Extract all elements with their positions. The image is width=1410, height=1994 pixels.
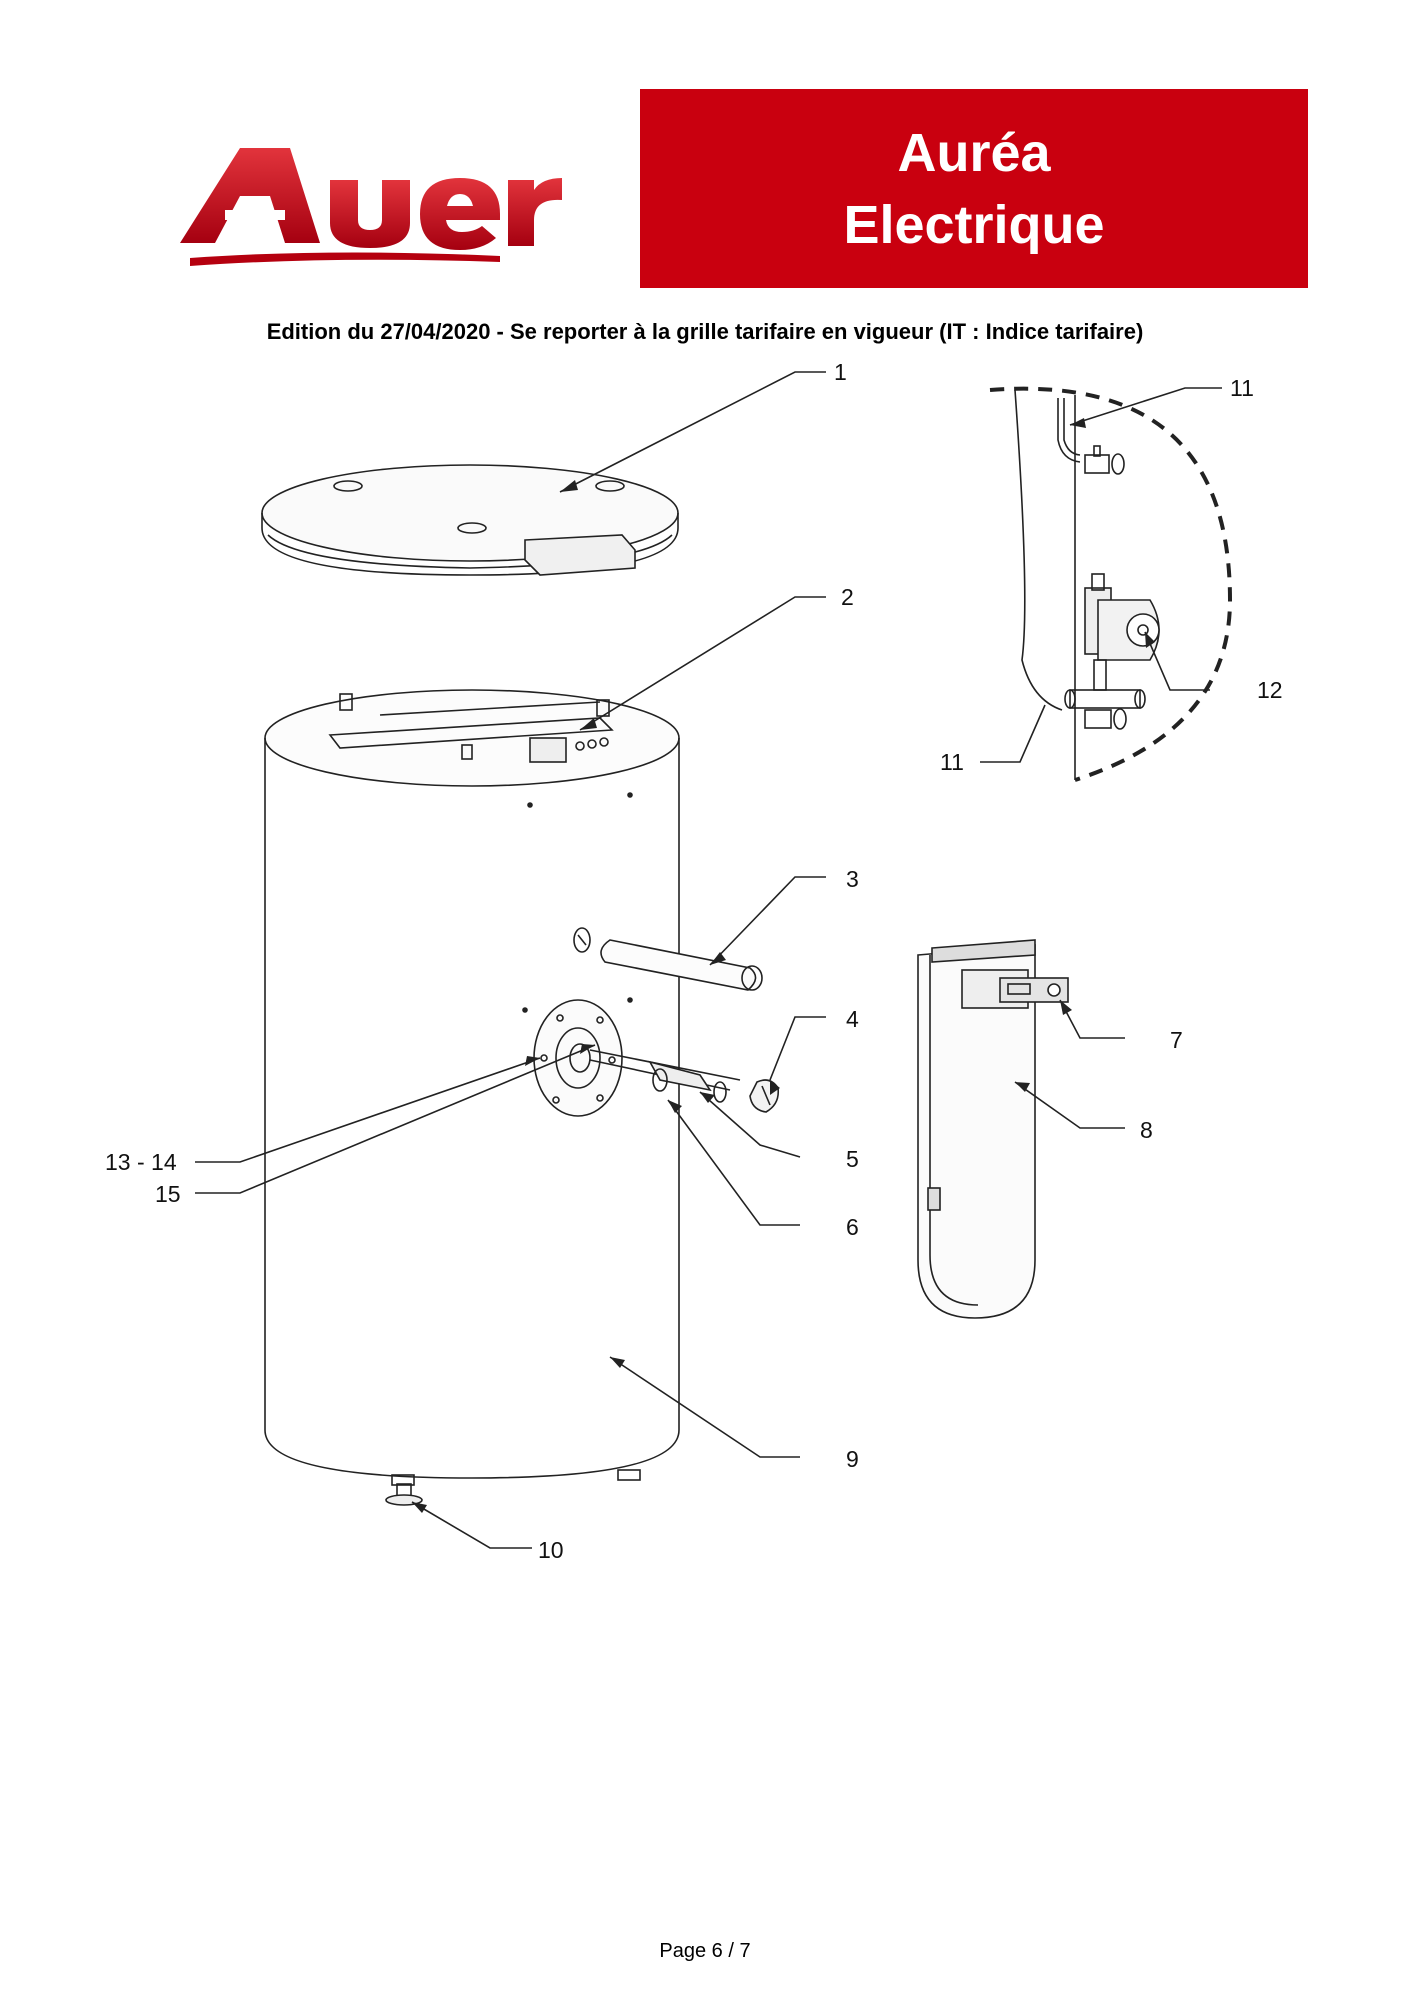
auer-logo <box>180 148 562 266</box>
callout-3: 3 <box>846 866 859 892</box>
callout-6: 6 <box>846 1214 859 1240</box>
callout-5: 5 <box>846 1146 859 1172</box>
product-title-line1: Auréa <box>897 122 1051 183</box>
part-10-foot <box>385 1483 423 1506</box>
edition-notice: Edition du 27/04/2020 - Se reporter à la… <box>266 319 1144 344</box>
callout-2: 2 <box>841 584 854 610</box>
product-title-box: Auréa Electrique <box>640 89 1308 288</box>
callout-9: 9 <box>846 1446 859 1472</box>
callout-12: 12 <box>1257 677 1283 703</box>
part-9-tank-body <box>264 689 680 1486</box>
callout-13-14: 13 - 14 <box>105 1149 177 1175</box>
callout-8: 8 <box>1140 1117 1153 1143</box>
callout-4: 4 <box>846 1006 859 1032</box>
part-13-15-flange <box>533 999 623 1117</box>
part-7-control-panel <box>961 969 1069 1009</box>
detail-pump-assembly <box>989 386 1233 782</box>
callout-11-top: 11 <box>1230 375 1254 401</box>
callout-15: 15 <box>155 1181 181 1207</box>
page-number: Page 6 / 7 <box>659 1940 751 1962</box>
callout-10: 10 <box>538 1537 564 1563</box>
part-3-anode <box>573 927 763 991</box>
part-1-lid <box>261 464 679 576</box>
callout-1: 1 <box>834 359 847 385</box>
leader-lines <box>195 371 1222 1549</box>
part-8-front-cover <box>917 939 1036 1319</box>
product-title-line2: Electrique <box>843 194 1105 255</box>
callout-11-bottom: 11 <box>940 749 964 775</box>
callout-7: 7 <box>1170 1027 1183 1053</box>
